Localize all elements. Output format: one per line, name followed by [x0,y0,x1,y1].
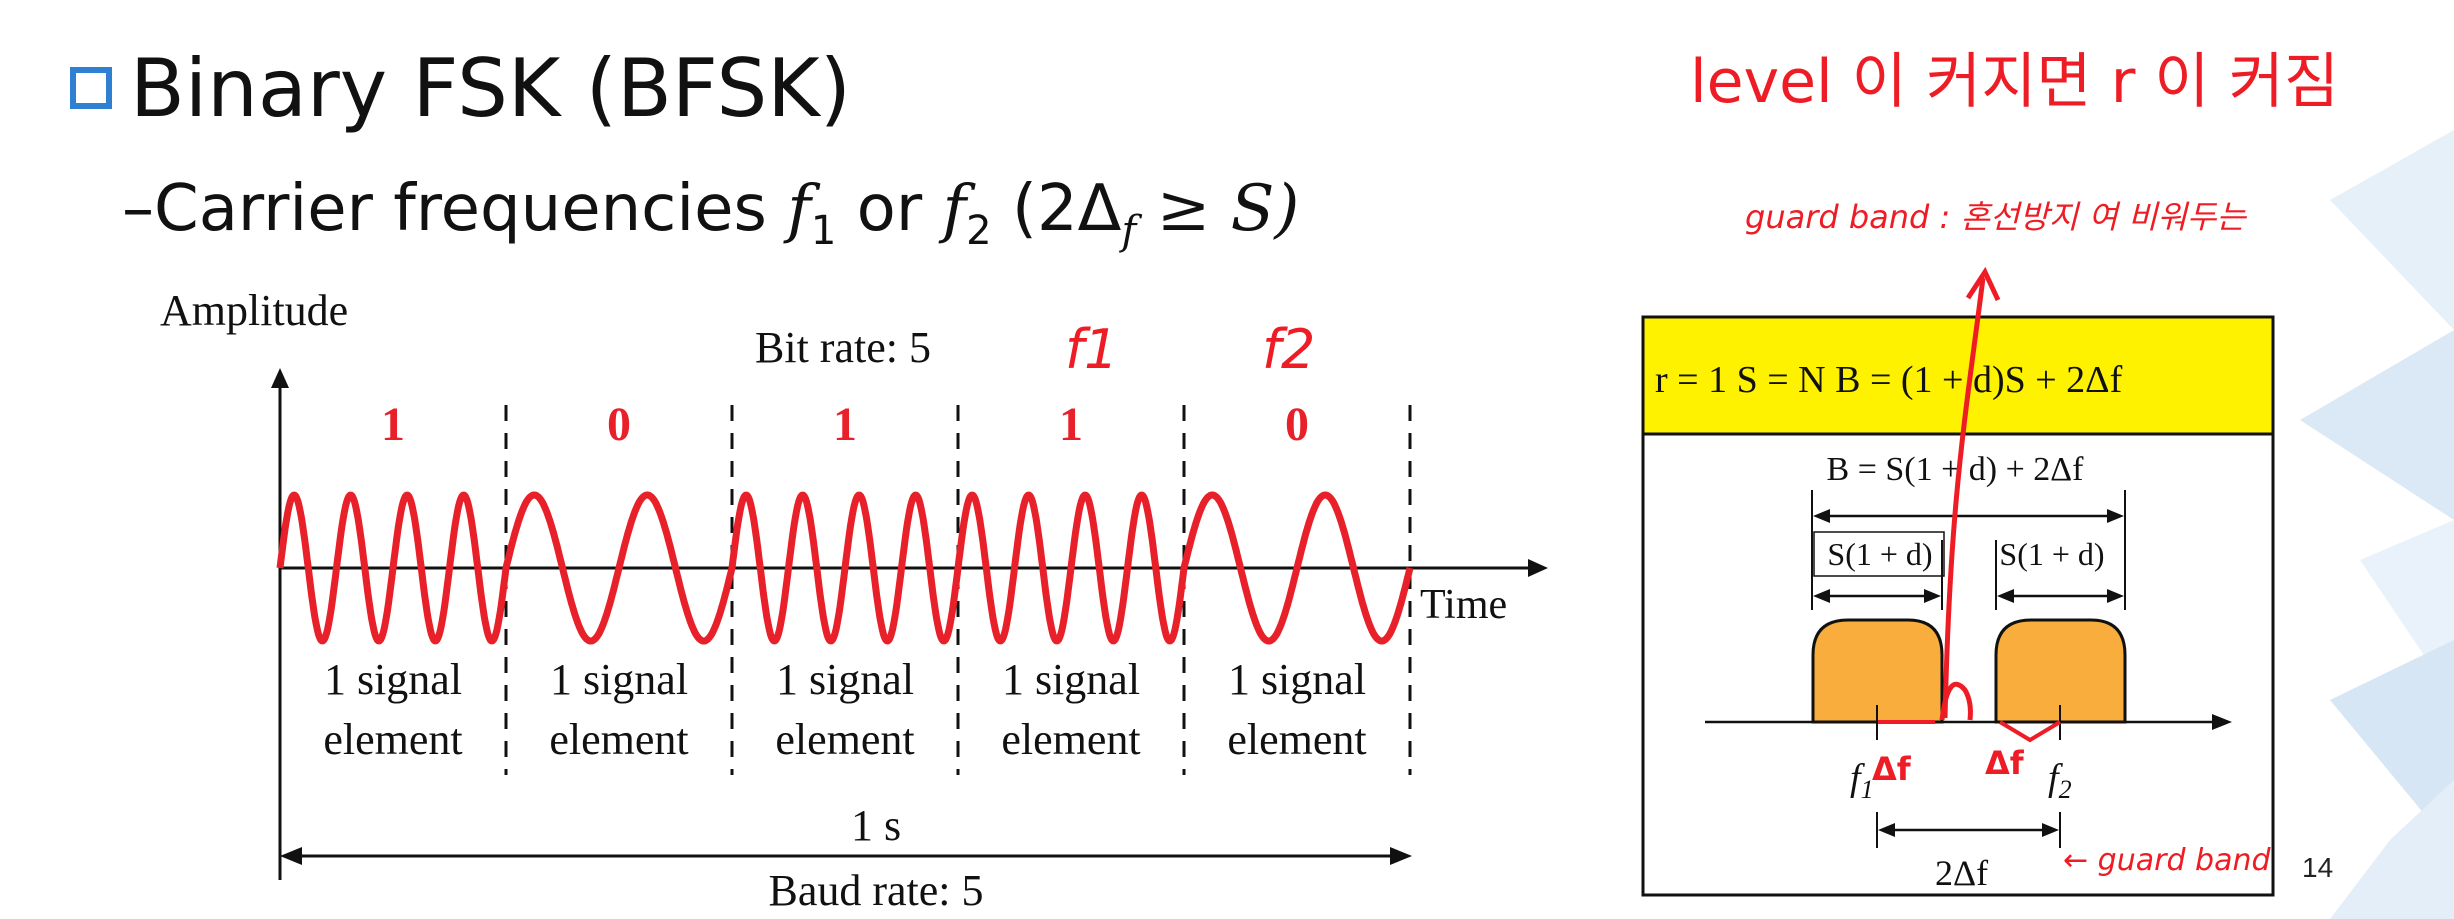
page-number: 14 [2302,852,2334,883]
band2-arrow-right-icon [2107,589,2124,603]
bit-rate-label: Bit rate: 5 [755,323,931,372]
signal-element-label: element [1227,715,1366,764]
duration-arrow-left-icon [280,847,302,865]
bandwidth-header [1641,315,2275,436]
band1-label-frame [1813,531,1945,577]
spacing-arrow-left-icon [1878,823,1895,837]
total-arrow-left-icon [1813,509,1830,523]
fsk-signal-wave [276,491,1414,645]
bullet-square-icon [70,67,112,110]
bandwidth-formula: r = 1 S = N B = (1 + d)S + 2Δf [1655,359,2123,401]
frequency-axis-arrow-icon [2212,714,2232,730]
subtitle-f1-sub: 1 [810,207,837,254]
delta-f2-arrow [1998,720,2062,743]
subtitle-condition-end: ≥ S) [1136,172,1300,246]
subtitle-condition: (2Δ [991,172,1122,246]
y-axis-arrow-icon [271,368,289,388]
slide-subtitle: –Carrier frequencies f1 or f2 (2Δf ≥ S) [122,172,1299,254]
band1-shape [1811,618,1944,724]
x-axis-label: Time [1420,582,1507,628]
signal-element-label: element [549,715,688,764]
band1-label: S(1 + d) [1827,536,1932,572]
note-f1: f1 [1065,318,1118,381]
bit-value-label: 1 [1059,398,1083,451]
band2-label: S(1 + d) [1999,536,2104,572]
duration-label: 1 s [851,801,901,850]
band1-arrow-left-icon [1813,589,1830,603]
bit-value-label: 0 [607,398,631,451]
note-guard: guard band : 혼선방지 여 비워두는 [1745,198,2247,236]
note-level: level 이 커지면 r 이 커짐 [1690,47,2339,117]
subtitle-prefix: –Carrier frequencies [122,172,788,246]
slide-title: Binary FSK (BFSK) [70,42,851,135]
subtitle-condition-sub: f [1121,207,1137,254]
signal-element-label: element [323,715,462,764]
band1-arrow-right-icon [1924,589,1941,603]
slide-title-text: Binary FSK (BFSK) [130,42,851,135]
subtitle-f2: f [942,172,967,246]
band2-arrow-left-icon [1997,589,2014,603]
spacing-label: 2Δf [1935,853,1988,893]
baud-rate-label: Baud rate: 5 [768,866,983,915]
signal-element-label: 1 signal [776,655,914,704]
spacing-arrow-right-icon [2042,823,2059,837]
signal-element-label: 1 signal [1228,655,1366,704]
total-bandwidth-label: B = S(1 + d) + 2Δf [1827,451,2085,488]
subtitle-f2-sub: 2 [966,207,992,254]
signal-element-label: element [775,715,914,764]
signal-element-label: 1 signal [1002,655,1140,704]
note-guard-band: ← guard band [2063,843,2271,878]
note-delta-f1: Δf [1872,750,1912,788]
note-f2: f2 [1262,318,1315,381]
duration-arrow-right-icon [1390,847,1412,865]
signal-element-label: 1 signal [550,655,688,704]
subtitle-f1: f [787,172,811,246]
band2-shape [1994,618,2127,724]
signal-element-label: element [1001,715,1140,764]
guard-band-arrow [1942,277,1986,719]
bit-value-label: 1 [833,398,857,451]
total-arrow-right-icon [2107,509,2124,523]
bit-value-label: 1 [381,398,405,451]
note-delta-f2: Δf [1985,744,2025,782]
x-axis-arrow-icon [1528,559,1548,577]
subtitle-or: or [836,172,943,246]
signal-element-label: 1 signal [324,655,462,704]
guard-band-arrow-head-icon [1965,266,2001,302]
y-axis-label: Amplitude [160,286,348,335]
bit-value-label: 0 [1285,398,1309,451]
guard-band-gap-mark [1939,681,1973,721]
